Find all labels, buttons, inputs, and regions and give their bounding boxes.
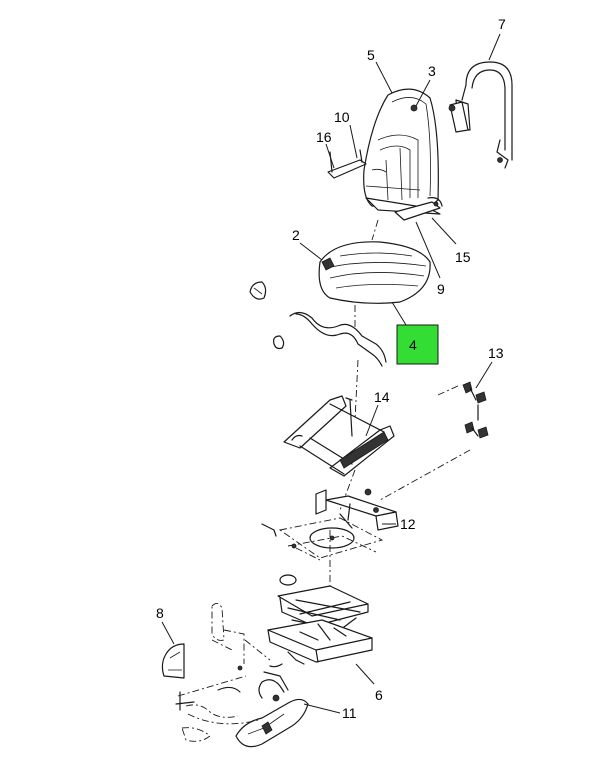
callout-labels: 7 5 3 10 16 15 2 9 4 13 14 12 8 6 11 — [156, 16, 506, 721]
callout-5[interactable]: 5 — [367, 47, 375, 63]
part-6-suspension-base[interactable] — [267, 574, 373, 665]
part-8-side-cover[interactable] — [161, 603, 245, 679]
highlight-box-part-4[interactable] — [396, 324, 439, 365]
callout-10[interactable]: 10 — [334, 109, 350, 125]
callout-6[interactable]: 6 — [375, 687, 383, 703]
callout-2[interactable]: 2 — [292, 227, 300, 243]
part-4-seat-cushion[interactable] — [318, 241, 431, 304]
callout-8[interactable]: 8 — [156, 605, 164, 621]
part-13-bolt-set[interactable] — [462, 381, 489, 439]
adjust-knob — [249, 281, 267, 300]
part-15-side-bracket[interactable] — [394, 197, 443, 221]
part-12-mount-bracket[interactable] — [315, 488, 399, 531]
swivel-plate[interactable] — [261, 517, 384, 561]
callout-3[interactable]: 3 — [428, 63, 436, 79]
callout-9[interactable]: 9 — [437, 281, 445, 297]
leader-lines — [161, 33, 501, 714]
part-14-slide-frame[interactable] — [283, 395, 395, 477]
part-5-seat-back[interactable] — [363, 88, 441, 215]
callout-16[interactable]: 16 — [316, 129, 332, 145]
callout-12[interactable]: 12 — [400, 516, 416, 532]
part-16-armrest-bracket[interactable] — [327, 149, 367, 179]
part-11-control-lever[interactable] — [175, 663, 309, 748]
callout-14[interactable]: 14 — [374, 389, 390, 405]
callout-4[interactable]: 4 — [409, 337, 417, 353]
callout-11[interactable]: 11 — [342, 705, 357, 721]
cable-harness — [273, 311, 387, 367]
callout-13[interactable]: 13 — [488, 345, 504, 361]
callout-7[interactable]: 7 — [498, 16, 506, 32]
assembly-axis-lines — [244, 219, 471, 661]
part-7-back-frame[interactable] — [448, 61, 513, 169]
callout-15[interactable]: 15 — [455, 249, 471, 265]
